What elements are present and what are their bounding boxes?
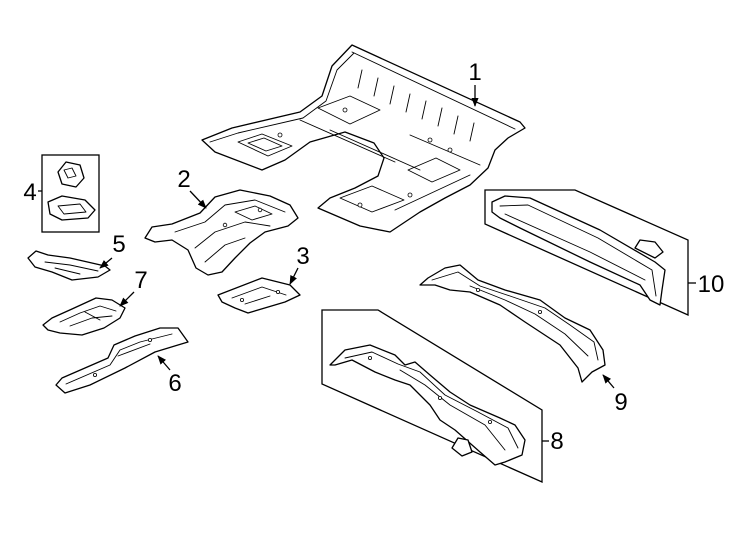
part-5-detail xyxy=(44,261,99,275)
callout-labels: 1 2 3 4 5 6 7 8 9 10 xyxy=(23,59,724,455)
callout-label-9: 9 xyxy=(614,389,627,416)
part-4-bracket-detail xyxy=(63,167,77,179)
leader-arrow-2 xyxy=(189,190,207,209)
part-3 xyxy=(217,277,301,314)
part-10 xyxy=(484,189,689,317)
part-2-outline xyxy=(144,189,299,276)
part-8-hole xyxy=(437,395,442,400)
part-8-hole xyxy=(487,419,492,424)
part-1-rear-flange xyxy=(351,51,516,130)
leader-arrow-6 xyxy=(157,355,171,371)
part-8-frame xyxy=(321,309,543,484)
callout-label-6: 6 xyxy=(168,370,181,397)
part-1-hole xyxy=(277,132,283,138)
part-1 xyxy=(201,44,526,233)
part-10-frame xyxy=(484,189,689,317)
leader-arrow-5 xyxy=(99,257,113,269)
leader-lines xyxy=(38,85,696,442)
part-10-rail xyxy=(491,195,666,306)
part-2-ribs xyxy=(174,199,286,263)
part-8 xyxy=(321,309,543,484)
part-3-outline xyxy=(217,277,301,314)
part-8-rail-detail xyxy=(344,351,519,451)
part-1-left-panel xyxy=(237,133,293,157)
part-1-cross-members xyxy=(299,119,481,211)
part-8-hole xyxy=(367,355,372,360)
part-1-hole xyxy=(427,137,433,143)
part-9-rail-detail xyxy=(431,271,599,361)
callout-label-1: 1 xyxy=(468,59,481,86)
part-6 xyxy=(55,327,189,394)
callout-label-5: 5 xyxy=(112,231,125,258)
part-2-panel xyxy=(234,205,273,221)
part-1-hole xyxy=(342,107,348,113)
part-4-bracket xyxy=(57,161,85,188)
part-10-rail-detail xyxy=(499,204,657,297)
part-3-hole xyxy=(239,297,244,302)
callout-label-3: 3 xyxy=(296,243,309,270)
part-6-hole xyxy=(93,372,98,377)
part-1-hole xyxy=(447,147,453,153)
part-5 xyxy=(27,250,111,281)
part-9-rail xyxy=(419,264,606,383)
part-2-hole xyxy=(222,222,228,228)
part-2-hole xyxy=(257,207,263,213)
part-5-outline xyxy=(27,250,111,281)
part-8-bracket xyxy=(451,437,473,457)
part-7-outline xyxy=(42,297,126,336)
part-7-detail xyxy=(59,305,117,327)
callout-label-7: 7 xyxy=(134,267,147,294)
part-1-outline xyxy=(201,44,526,233)
part-4 xyxy=(41,154,100,233)
leader-arrow-3 xyxy=(289,267,299,285)
part-4-plate-detail xyxy=(57,203,87,215)
part-9 xyxy=(419,264,606,383)
part-6-hole xyxy=(147,337,152,342)
part-1-hole xyxy=(407,192,413,198)
part-4-plate xyxy=(47,195,96,221)
part-9-hole xyxy=(538,309,543,314)
part-6-outline xyxy=(55,327,189,394)
part-9-hole xyxy=(475,287,480,292)
callout-label-4: 4 xyxy=(23,179,36,206)
callout-label-2: 2 xyxy=(177,166,190,193)
part-3-hole xyxy=(275,289,280,294)
part-8-rail xyxy=(329,344,526,466)
part-10-bracket xyxy=(634,239,664,259)
callout-label-10: 10 xyxy=(698,271,725,298)
leader-arrow-7 xyxy=(119,291,135,307)
part-1-right-panel xyxy=(339,157,461,213)
part-1-left-edge-detail xyxy=(209,52,355,143)
part-1-hole xyxy=(357,202,363,208)
part-4-frame xyxy=(41,154,100,233)
part-1-center-panel xyxy=(317,95,381,125)
part-2 xyxy=(144,189,299,276)
part-7 xyxy=(42,297,126,336)
part-1-ribs xyxy=(357,69,475,142)
callout-label-8: 8 xyxy=(550,428,563,455)
leader-arrow-9 xyxy=(602,374,615,389)
